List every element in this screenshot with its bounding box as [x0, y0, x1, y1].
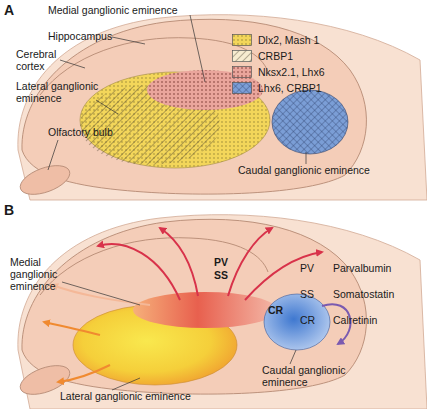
legend-swatch — [232, 34, 252, 46]
structure-label: Hippocampus — [48, 30, 138, 42]
legend-text: Dlx2, Mash 1 — [258, 34, 319, 46]
legend-row: Dlx2, Mash 1 — [232, 34, 319, 46]
key-text: Parvalbumin — [333, 262, 423, 274]
legend-text: CRBP1 — [258, 50, 293, 62]
key-text: Somatostatin — [333, 288, 423, 300]
legend-row: Nksx2.1, Lhx6 — [232, 66, 325, 78]
key-abbrev: PV — [300, 262, 330, 274]
legend-text: Nksx2.1, Lhx6 — [258, 66, 325, 78]
legend-row: Lhx6, CRBP1 — [232, 82, 322, 94]
key-text: Calretinin — [333, 314, 423, 326]
marker-label: CR — [268, 304, 298, 316]
key-abbrev: SS — [300, 288, 330, 300]
structure-label: Olfactory bulb — [48, 126, 148, 138]
structure-label: Caudal ganglionic eminence — [238, 164, 418, 176]
structure-label: Medial ganglionic eminence — [48, 4, 218, 16]
legend-swatch — [232, 66, 252, 78]
structure-label: Cerebral cortex — [16, 48, 71, 72]
panel-letter: B — [4, 202, 24, 218]
legend-text: Lhx6, CRBP1 — [258, 82, 322, 94]
key-abbrev: CR — [300, 314, 330, 326]
structure-label: Medial ganglionic eminence — [10, 256, 70, 292]
marker-label: PV — [214, 256, 244, 268]
legend-swatch — [232, 82, 252, 94]
structure-label: Lateral ganglionic eminence — [60, 390, 230, 402]
structure-label: Lateral ganglionic eminence — [16, 80, 116, 104]
legend-row: CRBP1 — [232, 50, 293, 62]
structure-label: Caudal ganglionic eminence — [262, 364, 382, 388]
marker-label: SS — [214, 269, 244, 281]
panel-letter: A — [4, 2, 24, 18]
legend-swatch — [232, 50, 252, 62]
